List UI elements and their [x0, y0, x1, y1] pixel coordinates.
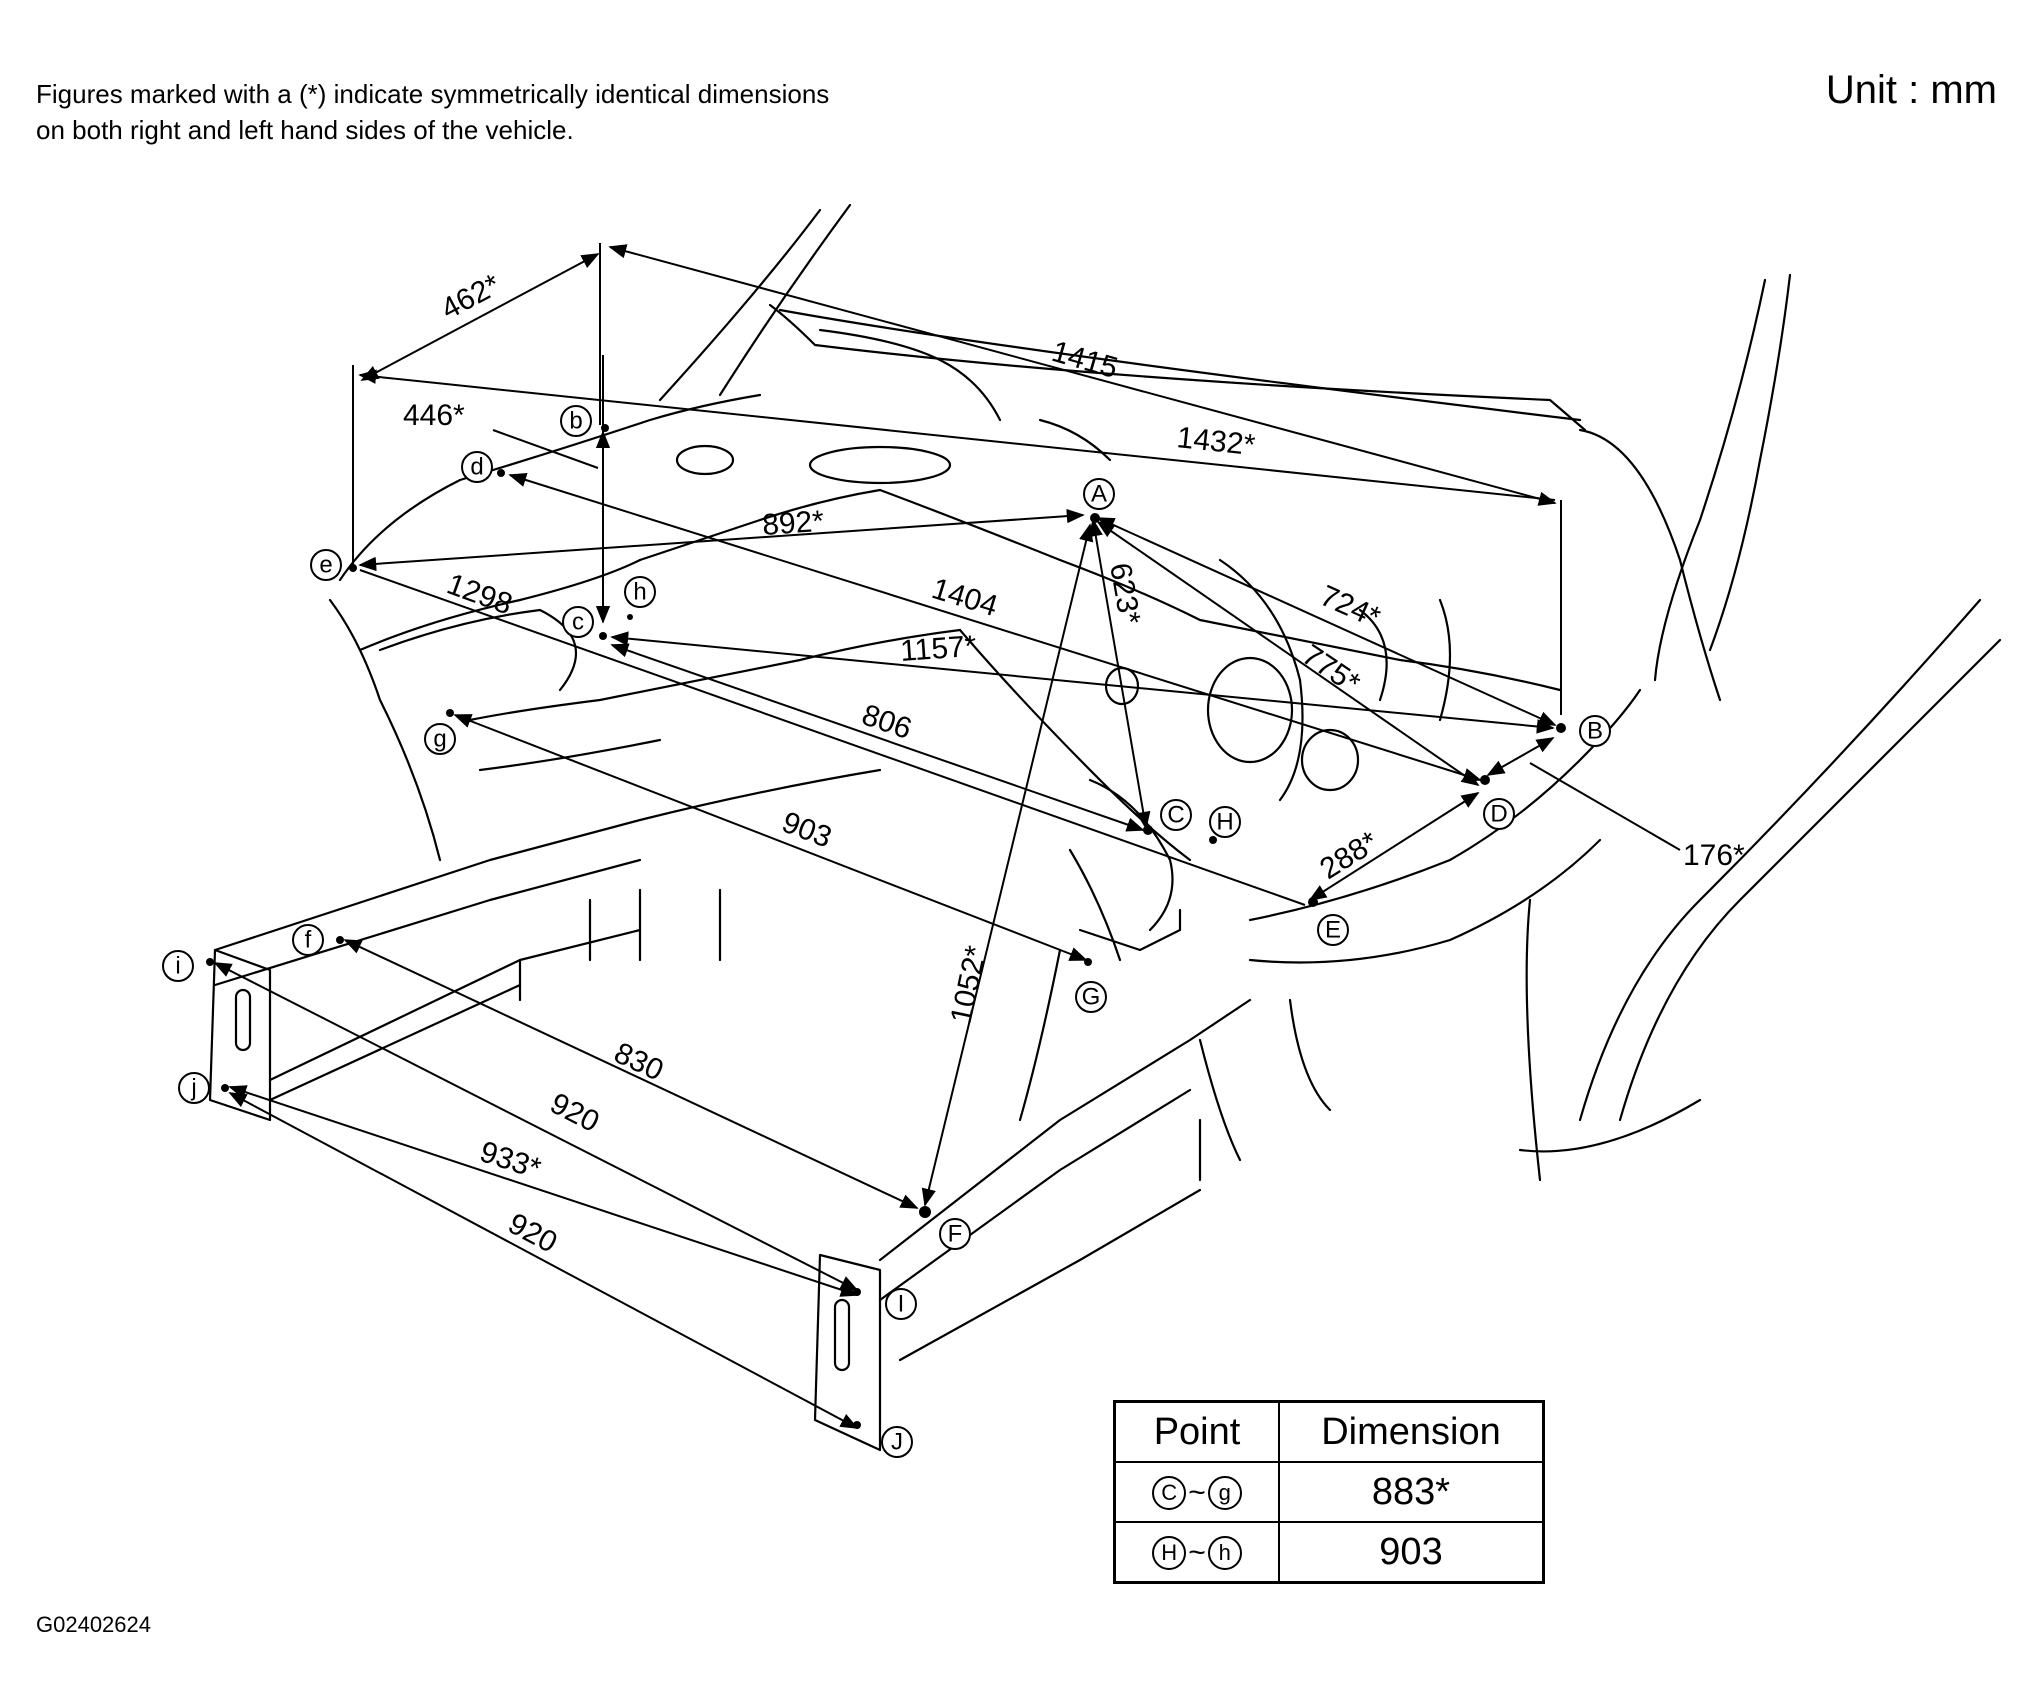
vehicle-body-outline: [208, 203, 2002, 1452]
svg-text:i: i: [175, 953, 180, 980]
table-cell-dimension: 903: [1278, 1521, 1545, 1584]
dim-line-288: [1308, 792, 1480, 901]
point-marker-D: D: [1483, 798, 1515, 830]
table-cell-dimension: 883*: [1278, 1461, 1545, 1523]
point-marker-d: d: [461, 451, 493, 483]
dim-label-724: 724*: [1315, 579, 1385, 634]
point-symbol: g: [1207, 1476, 1242, 1511]
svg-text:I: I: [898, 1291, 905, 1318]
point-symbol: C: [1152, 1476, 1187, 1511]
dim-line-806: [610, 643, 1145, 832]
point-marker-H: H: [1209, 806, 1241, 838]
point-marker-e: e: [310, 549, 342, 581]
dim-label-462: 462*: [436, 268, 506, 326]
dim-label-830: 830: [609, 1036, 668, 1087]
unit-label: Unit : mm: [1825, 68, 1997, 112]
range-separator: ~: [1188, 1536, 1206, 1570]
svg-text:e: e: [319, 552, 332, 579]
table-cell-point: H~h: [1113, 1521, 1280, 1584]
dim-label-288: 288*: [1314, 825, 1384, 886]
point-symbol: h: [1207, 1536, 1242, 1571]
table-row: C~g 883*: [1113, 1461, 1545, 1523]
point-marker-B: B: [1579, 715, 1611, 747]
dim-line-903: [453, 714, 1088, 961]
range-separator: ~: [1188, 1476, 1206, 1510]
svg-text:b: b: [569, 408, 582, 435]
table-header-point: Point: [1113, 1400, 1280, 1463]
svg-text:j: j: [190, 1075, 196, 1102]
svg-text:g: g: [433, 726, 446, 753]
point-marker-j: j: [178, 1072, 210, 1104]
dim-line-933: [228, 1085, 859, 1297]
point-marker-i: i: [162, 950, 194, 982]
svg-text:c: c: [572, 609, 584, 636]
point-marker-I: I: [885, 1288, 917, 1320]
dim-label-1404: 1404: [928, 572, 1001, 623]
point-marker-A: A: [1083, 478, 1115, 510]
dim-line-176: [1486, 737, 1555, 776]
dim-line-462: [360, 253, 600, 381]
dim-label-933: 933*: [476, 1135, 545, 1186]
dim-line-1157: [610, 631, 1555, 734]
svg-text:J: J: [891, 1429, 903, 1456]
point-marker-C: C: [1160, 799, 1192, 831]
point-marker-G: G: [1075, 981, 1107, 1013]
svg-text:G: G: [1082, 984, 1101, 1011]
point-dots: [206, 424, 1566, 1429]
svg-text:f: f: [305, 927, 312, 954]
dim-label-903: 903: [777, 806, 836, 855]
point-marker-g: g: [424, 723, 456, 755]
svg-text:B: B: [1587, 718, 1603, 745]
svg-text:d: d: [470, 454, 483, 481]
dim-label-806: 806: [858, 698, 916, 746]
svg-text:H: H: [1216, 809, 1233, 836]
dim-label-920b: 920: [503, 1207, 563, 1260]
dim-label-446: 446*: [403, 399, 465, 432]
dim-label-892: 892*: [761, 505, 825, 542]
table-cell-point: C~g: [1113, 1461, 1280, 1523]
dim-label-1157: 1157*: [899, 630, 978, 668]
point-marker-b: b: [560, 405, 592, 437]
point-marker-E: E: [1317, 914, 1349, 946]
figure-code: G02402624: [36, 1612, 151, 1637]
point-symbol: H: [1152, 1536, 1187, 1571]
dim-line-724: [1096, 517, 1557, 726]
table-row: H~h 903: [1113, 1521, 1545, 1584]
figure-note: Figures marked with a (*) indicate symme…: [36, 79, 830, 145]
table-header-dimension: Dimension: [1278, 1400, 1545, 1463]
svg-text:E: E: [1325, 917, 1341, 944]
svg-text:A: A: [1091, 481, 1107, 508]
dim-line-1298: [359, 569, 1306, 906]
svg-text:F: F: [948, 1221, 963, 1248]
dim-line-920b: [228, 1092, 859, 1429]
dim-label-775: 775*: [1296, 638, 1366, 700]
svg-text:C: C: [1167, 802, 1184, 829]
dim-label-1432: 1432*: [1175, 421, 1257, 462]
point-marker-h: h: [624, 576, 656, 608]
dim-line-1052: [921, 523, 1094, 1207]
dim-line-892: [358, 508, 1085, 572]
dimension-lines: [213, 243, 1681, 1429]
dim-line-1415: [608, 244, 1557, 506]
point-marker-J: J: [881, 1426, 913, 1458]
point-marker-F: F: [939, 1218, 971, 1250]
dim-label-1415: 1415: [1048, 335, 1121, 385]
svg-text:D: D: [1490, 801, 1507, 828]
svg-text:h: h: [633, 579, 646, 606]
table-header-row: Point Dimension: [1113, 1400, 1545, 1463]
point-marker-c: c: [562, 606, 594, 638]
dim-label-176: 176*: [1683, 839, 1745, 872]
point-marker-f: f: [292, 924, 324, 956]
dim-label-920a: 920: [545, 1087, 605, 1139]
dim-label-1052: 1052*: [945, 943, 994, 1027]
dim-line-1432: [358, 369, 1556, 501]
dimension-table: Point Dimension C~g 883* H~h 903: [1113, 1400, 1545, 1584]
dim-line-775: [1096, 520, 1480, 787]
